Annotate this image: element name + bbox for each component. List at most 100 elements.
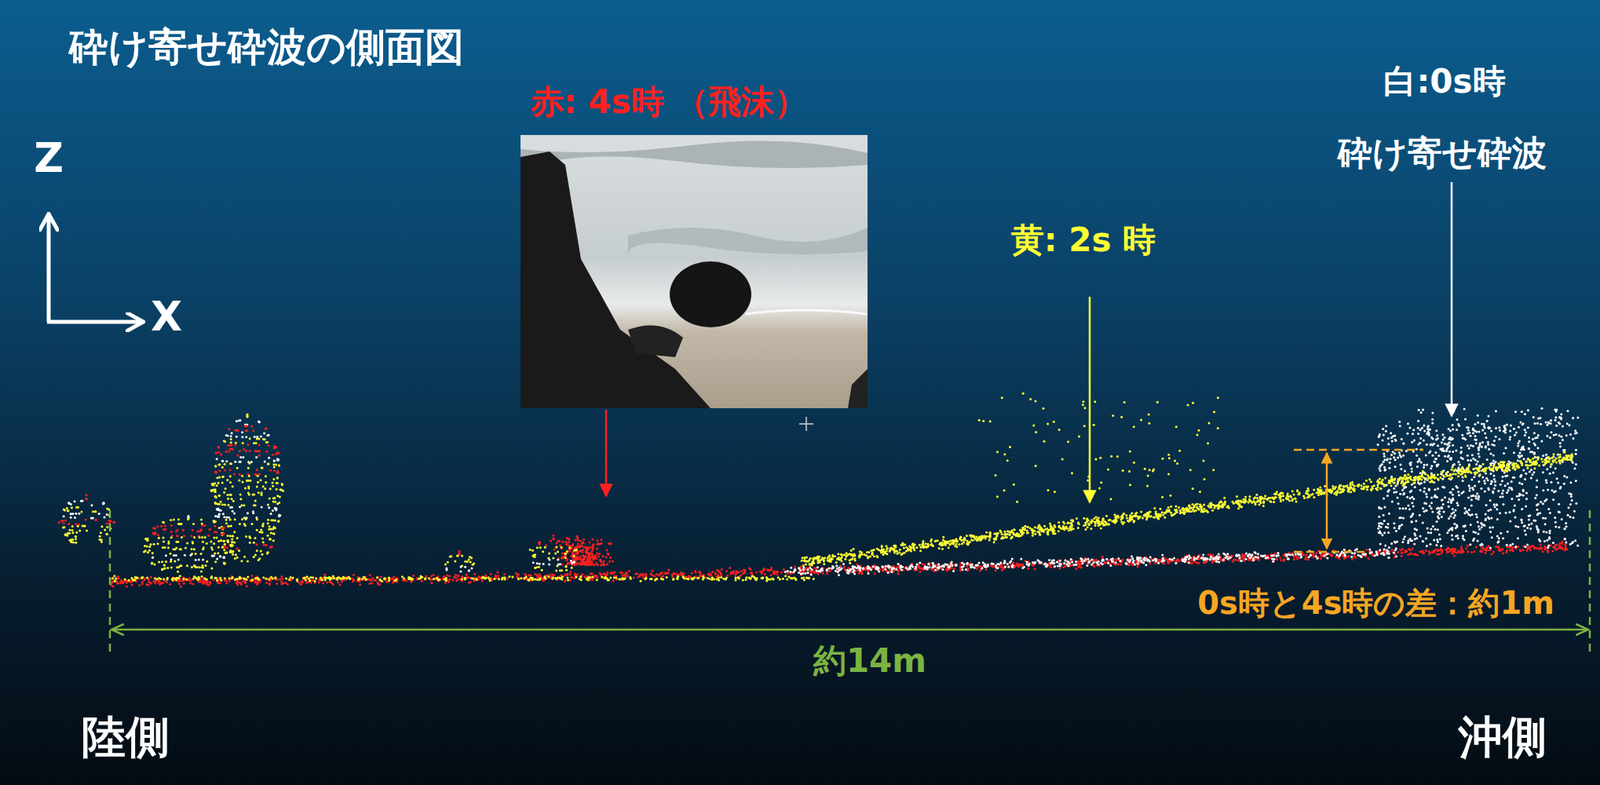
point [1131, 563, 1134, 567]
point [1051, 558, 1054, 562]
point [927, 566, 931, 569]
point [590, 572, 593, 575]
point [853, 572, 856, 575]
point [1195, 562, 1199, 565]
point [651, 569, 654, 573]
point [1270, 555, 1273, 558]
point [181, 580, 184, 583]
point [626, 574, 629, 578]
point [1182, 559, 1185, 563]
point [245, 584, 249, 588]
point [1293, 558, 1296, 561]
point [1256, 556, 1260, 559]
point [1392, 551, 1396, 554]
point [357, 580, 361, 583]
point [1328, 552, 1331, 556]
point [1271, 557, 1274, 560]
point [671, 573, 674, 577]
point [1399, 548, 1402, 552]
point [1276, 551, 1279, 555]
point [117, 577, 121, 581]
point [573, 573, 577, 576]
point [1340, 550, 1344, 553]
point [1201, 553, 1205, 556]
point [456, 574, 460, 578]
point [1512, 549, 1515, 552]
point [368, 573, 372, 577]
point [1072, 563, 1075, 567]
point [255, 583, 259, 586]
point [161, 581, 165, 585]
point [1105, 558, 1108, 561]
point [1354, 548, 1357, 552]
point [1011, 566, 1014, 569]
point [1299, 555, 1302, 559]
point [1409, 552, 1412, 556]
point [938, 565, 941, 568]
point [1325, 553, 1328, 556]
point [1170, 558, 1173, 562]
point [637, 576, 640, 579]
point [1344, 554, 1347, 557]
point [1285, 555, 1288, 558]
point [178, 582, 181, 585]
point [1064, 558, 1067, 562]
point [890, 570, 893, 574]
point [1114, 561, 1118, 564]
point [821, 572, 825, 575]
point [818, 569, 821, 573]
point [1193, 560, 1196, 563]
point [916, 563, 919, 567]
point [1238, 557, 1241, 560]
point [1087, 558, 1090, 561]
point [506, 577, 509, 580]
point [286, 583, 289, 586]
point [1437, 553, 1440, 556]
point [1543, 545, 1546, 548]
point [914, 567, 917, 570]
point [1282, 558, 1286, 561]
point [690, 572, 694, 575]
point [1117, 557, 1120, 560]
point [396, 580, 399, 583]
point [829, 569, 832, 573]
point [858, 567, 861, 570]
point [854, 566, 858, 570]
point [138, 584, 141, 587]
point [634, 573, 637, 576]
point [1243, 555, 1246, 559]
point [1241, 553, 1244, 556]
point [817, 572, 820, 575]
point [420, 580, 424, 583]
point [1052, 562, 1056, 565]
point [803, 572, 807, 575]
point [145, 583, 148, 586]
point [750, 571, 753, 574]
point [899, 564, 903, 567]
point [759, 570, 762, 574]
point [1044, 565, 1048, 568]
point [1428, 551, 1432, 554]
point [496, 574, 500, 578]
point [793, 566, 797, 569]
point [772, 572, 775, 575]
point [874, 566, 877, 569]
point [1142, 562, 1145, 565]
point [947, 566, 950, 569]
point [821, 569, 824, 572]
point [1214, 557, 1217, 560]
point [149, 576, 153, 579]
point [1197, 555, 1200, 559]
point [800, 565, 803, 568]
point [975, 567, 979, 570]
point [465, 573, 468, 577]
point [755, 571, 758, 574]
point [358, 583, 362, 586]
point [455, 579, 458, 582]
point [640, 573, 643, 576]
point [1136, 562, 1140, 565]
point [187, 578, 190, 581]
point [810, 573, 813, 576]
point [297, 580, 300, 584]
point [1453, 555, 1456, 558]
